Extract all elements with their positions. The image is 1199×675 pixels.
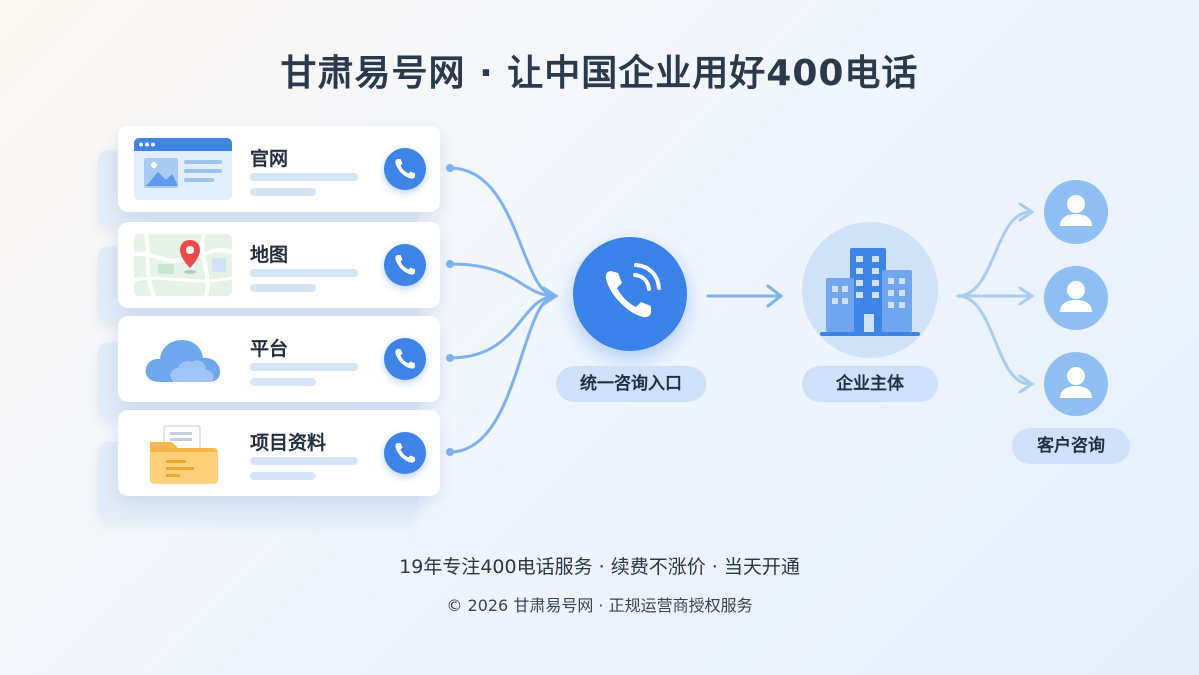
- phone-icon: [395, 159, 415, 179]
- arrow-head-left: [542, 286, 559, 306]
- placeholder-line: [250, 472, 316, 480]
- phone-icon: [395, 255, 415, 275]
- map-pin-icon: [134, 234, 232, 296]
- placeholder-line: [250, 284, 316, 292]
- phone-call-button[interactable]: [384, 244, 426, 286]
- enterprise-label: 企业主体: [802, 366, 938, 402]
- customer-avatar[interactable]: [1044, 266, 1108, 330]
- placeholder-line: [250, 363, 358, 371]
- buildings-icon: [820, 248, 920, 336]
- enterprise-circle: [802, 222, 938, 358]
- channel-label: 项目资料: [250, 432, 327, 454]
- wire-guanwang: [448, 166, 558, 298]
- customer-avatar[interactable]: [1044, 180, 1108, 244]
- folder-document-icon: [150, 425, 218, 484]
- phone-ringing-icon: [605, 263, 661, 318]
- phone-call-button[interactable]: [384, 338, 426, 380]
- phone-call-button[interactable]: [384, 148, 426, 190]
- wire-customer-1: [956, 210, 1032, 298]
- wire-xiangmu: [448, 294, 558, 454]
- footer-copyright: © 2026 甘肃易号网 · 正规运营商授权服务: [446, 596, 753, 615]
- user-avatar-icon: [1060, 367, 1092, 398]
- page-title: 甘肃易号网 · 让中国企业用好400电话: [280, 53, 919, 94]
- footer-tagline: 19年专注400电话服务 · 续费不涨价 · 当天开通: [399, 556, 800, 578]
- channel-label: 官网: [250, 148, 289, 170]
- channel-label: 平台: [250, 338, 289, 360]
- user-avatar-icon: [1060, 281, 1092, 312]
- channel-label: 地图: [250, 244, 289, 266]
- channel-card-pingtai[interactable]: 平台: [118, 316, 440, 402]
- browser-window-icon: [134, 138, 232, 200]
- channel-card-guanwang[interactable]: 官网: [118, 126, 440, 212]
- user-avatar-icon: [1060, 195, 1092, 226]
- hub-phone-circle[interactable]: [573, 237, 687, 351]
- placeholder-line: [250, 173, 358, 181]
- placeholder-line: [250, 188, 316, 196]
- phone-icon: [395, 443, 415, 463]
- customers-label: 客户咨询: [1012, 428, 1130, 464]
- phone-icon: [395, 349, 415, 369]
- wire-pingtai: [448, 294, 558, 360]
- wire-customer-3: [956, 294, 1032, 386]
- phone-call-button[interactable]: [384, 432, 426, 474]
- customer-avatar[interactable]: [1044, 352, 1108, 416]
- placeholder-line: [250, 269, 358, 277]
- channel-card-xiangmu[interactable]: 项目资料: [118, 410, 440, 496]
- placeholder-line: [250, 457, 358, 465]
- hub-label: 统一咨询入口: [556, 366, 706, 402]
- cloud-icon: [145, 340, 220, 382]
- wire-ditu: [448, 262, 558, 298]
- placeholder-line: [250, 378, 316, 386]
- channel-card-ditu[interactable]: 地图: [118, 222, 440, 308]
